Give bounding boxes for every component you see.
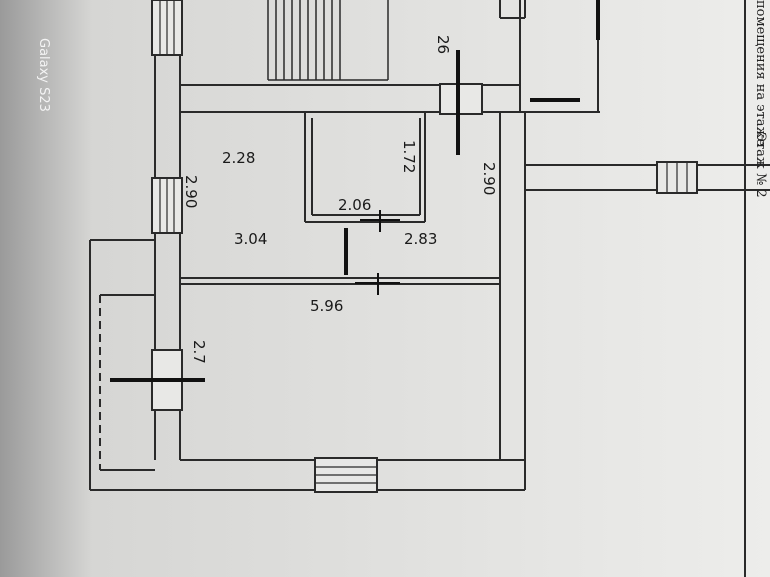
room-upper-left-height-label: 2.90	[182, 175, 200, 208]
staircase-label: 26	[434, 35, 452, 54]
wall-right-label: 2.83	[404, 230, 437, 248]
balcony-height-label: 2.7	[190, 340, 208, 364]
closet-width-label: 2.06	[338, 196, 371, 214]
camera-watermark: Galaxy S23	[36, 38, 51, 112]
door-markers	[355, 210, 400, 295]
floor-label: Этаж № 2	[753, 132, 768, 198]
side-caption: помещения на этаже	[753, 0, 768, 146]
staircase	[267, 0, 389, 81]
wall-left-label: 3.04	[234, 230, 267, 248]
room-upper-right-height-label: 2.90	[480, 162, 498, 195]
walls	[89, 0, 770, 577]
heating-markers	[110, 0, 600, 382]
room-main-width-label: 5.96	[310, 297, 343, 315]
closet-height-label: 1.72	[400, 140, 418, 173]
room-upper-left-width-label: 2.28	[222, 149, 255, 167]
window-panes	[159, 0, 688, 484]
